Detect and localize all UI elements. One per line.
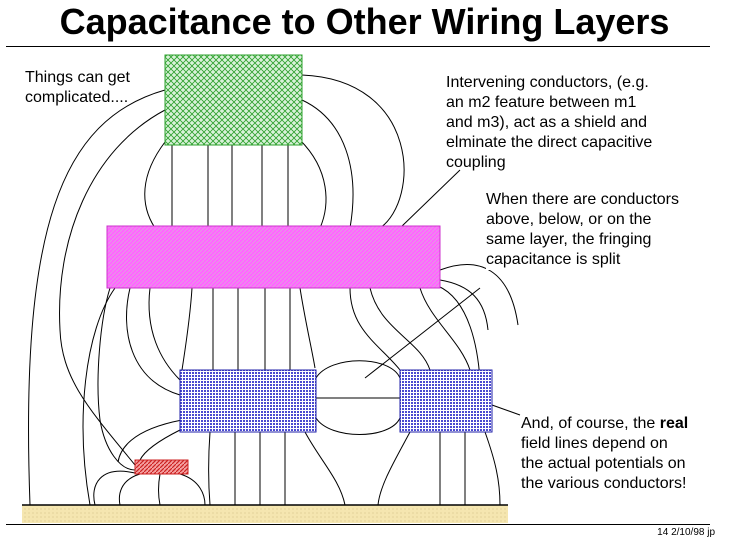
- note-line: When there are conductors: [486, 191, 679, 208]
- callout-line: [491, 404, 521, 416]
- note-line: Things can get: [25, 69, 130, 86]
- title-underline: [6, 46, 710, 47]
- field-line: [59, 109, 166, 466]
- note-line: And, of course, the real: [521, 414, 688, 434]
- callout-line: [364, 287, 481, 379]
- field-line: [377, 431, 411, 506]
- field-line: [139, 429, 181, 461]
- callout-line: [399, 169, 461, 229]
- field-line: [126, 287, 181, 396]
- substrate: [22, 505, 508, 523]
- footer-rule: [6, 524, 710, 525]
- slide-title: Capacitance to Other Wiring Layers: [59, 1, 670, 42]
- note-complicated: Things can get complicated....: [25, 68, 130, 108]
- field-line: [439, 264, 519, 326]
- field-line: [419, 287, 471, 371]
- note-real-field-lines: And, of course, the real field lines dep…: [521, 414, 688, 494]
- field-line: [208, 431, 211, 506]
- field-lines: [28, 74, 521, 506]
- note-line: elminate the direct capacitive: [446, 134, 653, 151]
- note-intervening: Intervening conductors, (e.g. an m2 feat…: [446, 73, 652, 173]
- field-line: [28, 89, 166, 506]
- field-line: [144, 141, 166, 229]
- note-line: and m3), act as a shield and: [446, 114, 648, 131]
- poly-conductor: [134, 459, 189, 475]
- m1-conductor-right: [399, 369, 493, 433]
- emphasis-text: real: [659, 415, 689, 432]
- field-line: [148, 287, 181, 381]
- note-line: Intervening conductors, (e.g.: [446, 74, 649, 91]
- m2-conductor: [106, 225, 441, 289]
- field-line: [315, 360, 401, 379]
- field-line: [118, 473, 141, 506]
- m1-conductor-left: [179, 369, 317, 433]
- field-line: [117, 419, 183, 463]
- field-line: [301, 99, 354, 229]
- note-line: same layer, the fringing: [486, 231, 652, 248]
- field-line: [299, 287, 316, 369]
- field-line: [439, 279, 489, 331]
- note-text: And, of course, the: [521, 415, 660, 432]
- note-line: capacitance is split: [486, 251, 621, 268]
- note-line: an m2 feature between m1: [446, 94, 637, 111]
- field-line: [82, 287, 116, 506]
- field-line: [97, 287, 136, 471]
- field-line: [299, 139, 327, 229]
- m3-conductor: [164, 54, 303, 146]
- note-line: coupling: [446, 154, 506, 171]
- field-line: [437, 285, 481, 381]
- field-line: [301, 74, 405, 229]
- note-line: field lines depend on: [521, 435, 668, 452]
- field-line: [349, 287, 401, 371]
- field-line: [93, 470, 136, 506]
- field-line: [315, 417, 401, 435]
- note-fringing: When there are conductors above, below, …: [486, 190, 679, 270]
- field-line: [181, 287, 193, 371]
- note-line: complicated....: [25, 89, 129, 106]
- note-line: above, below, or on the: [486, 211, 652, 228]
- field-line: [158, 473, 161, 506]
- field-line: [369, 287, 431, 371]
- note-line: the actual potentials on: [521, 455, 686, 472]
- field-line: [484, 431, 501, 506]
- field-line: [179, 473, 206, 506]
- footer-page-info: 14 2/10/98 jp: [657, 527, 715, 538]
- note-line: the various conductors!: [521, 475, 687, 492]
- field-line: [304, 431, 346, 506]
